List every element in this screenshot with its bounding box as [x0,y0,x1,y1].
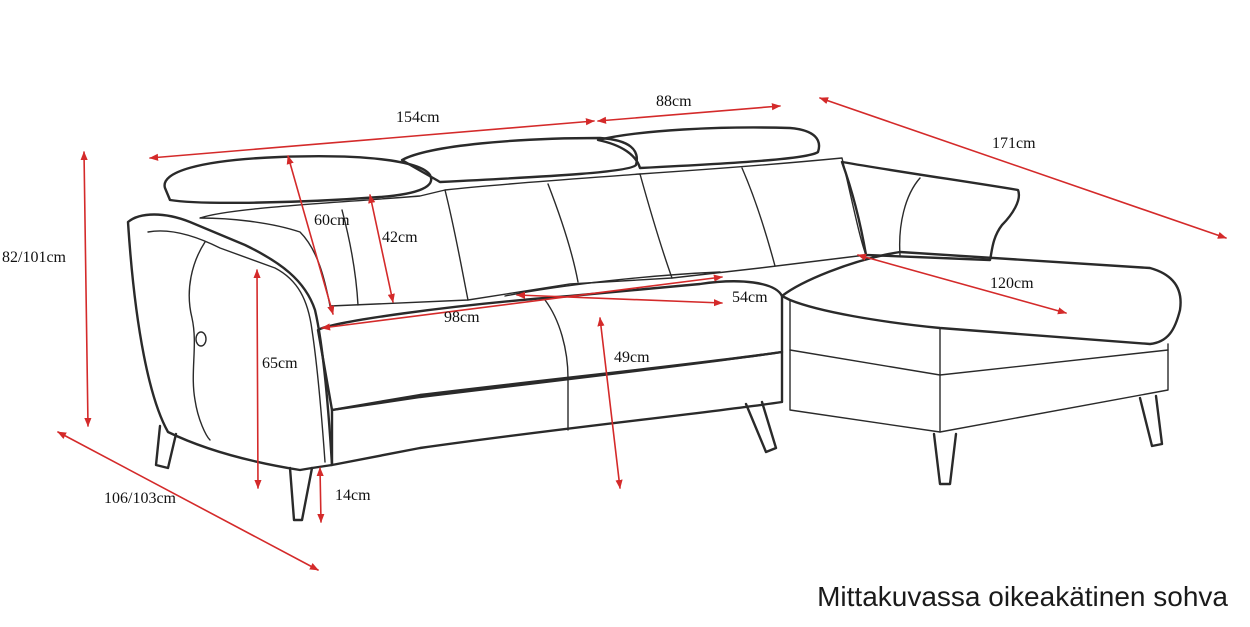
seat-front [316,280,784,412]
arrow-backrest-height [368,194,395,303]
label-chaise-length: 120cm [990,275,1034,292]
back-cushion-3 [639,157,867,279]
arrow-total-length [819,97,1227,239]
leg-left-back [154,424,178,470]
back-cushion-seam [547,183,579,283]
arrow-arm-height [253,269,262,489]
caption: Mittakuvassa oikeakätinen sohva [817,581,1228,612]
leg-chaise-back [1138,394,1164,448]
back-cushion-1 [199,189,469,307]
chaise-seat [780,250,1182,346]
label-arm-height: 65cm [262,355,298,372]
back-cushion-seam-2 [741,167,776,267]
arrow-seat-height [597,317,623,489]
chaise-seat-band [789,349,1169,376]
chaise-seat-front [789,299,1169,433]
leg-chaise-front [932,432,958,486]
label-chaise-back-width: 88cm [656,93,692,110]
leg-middle [744,400,778,454]
left-arm-tuft [188,241,211,441]
sofa-base [330,350,784,467]
label-leg-height: 14cm [335,487,371,504]
label-depth: 106/103cm [104,490,177,507]
leg-front-left [288,466,314,522]
sofa-outline [126,126,1182,522]
left-arm-outer [126,213,334,472]
chaise-arm-inner [898,177,921,256]
headrest-left [163,155,433,205]
arrow-leg-height [316,467,325,523]
arrow-seat-depth [516,291,723,307]
arrow-chaise-length [857,253,1067,315]
left-arm-button [195,331,207,347]
dimension-arrows [57,97,1227,571]
chaise-arm [840,160,1021,262]
label-seat-width: 98cm [444,309,480,326]
label-seat-depth: 54cm [732,289,768,306]
headrest-middle [400,136,639,184]
label-seat-height: 49cm [614,349,650,366]
left-arm-panel [147,230,326,463]
arrow-chaise-back-width [597,103,781,124]
arrow-headrest-height [286,155,335,315]
arrow-seat-width [321,274,723,331]
label-back-width: 154cm [396,109,440,126]
headrest-right [596,126,821,170]
label-total-length: 171cm [992,135,1036,152]
arrow-back-width [149,118,595,161]
arrow-depth [57,431,319,571]
label-headrest-height: 60cm [314,212,350,229]
arrow-height [80,151,92,427]
label-backrest-height: 42cm [382,229,418,246]
back-cushion-2 [444,173,673,301]
seat-cushion-divider [544,299,569,379]
label-height: 82/101cm [2,249,67,266]
dimension-labels: 154cm 88cm 171cm 82/101cm 106/103cm 60cm… [2,93,1036,507]
